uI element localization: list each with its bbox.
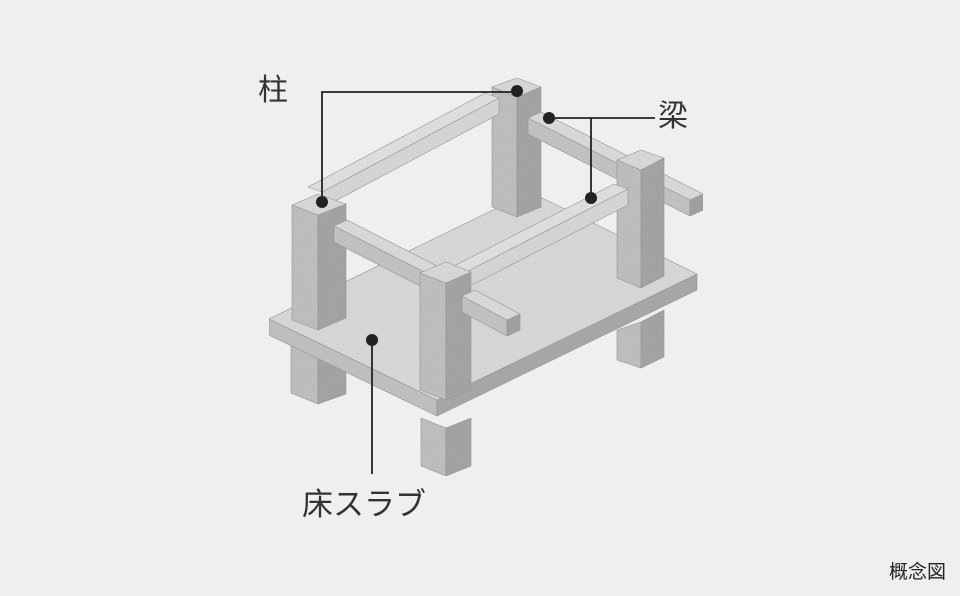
beam-stub-front — [461, 289, 521, 337]
lower-column-front — [420, 417, 472, 477]
beam-dot-right — [585, 192, 597, 204]
leader-dots — [316, 85, 597, 346]
beam-label: 梁 — [658, 99, 688, 134]
slab-dot — [366, 334, 378, 346]
column-back-left — [491, 77, 542, 218]
column-front-left — [291, 193, 347, 331]
column-dot-back-left — [511, 85, 523, 97]
lower-column-back-right — [616, 309, 665, 369]
slab-label: 床スラブ — [302, 487, 426, 523]
column-front — [419, 261, 472, 401]
beam-left-long — [307, 92, 500, 209]
beam-dot-back — [543, 112, 555, 124]
column-back-right — [616, 149, 665, 289]
column-dot-front-left — [316, 196, 328, 208]
column-label: 柱 — [258, 73, 288, 108]
concept-diagram-caption: 概念図 — [888, 561, 946, 583]
